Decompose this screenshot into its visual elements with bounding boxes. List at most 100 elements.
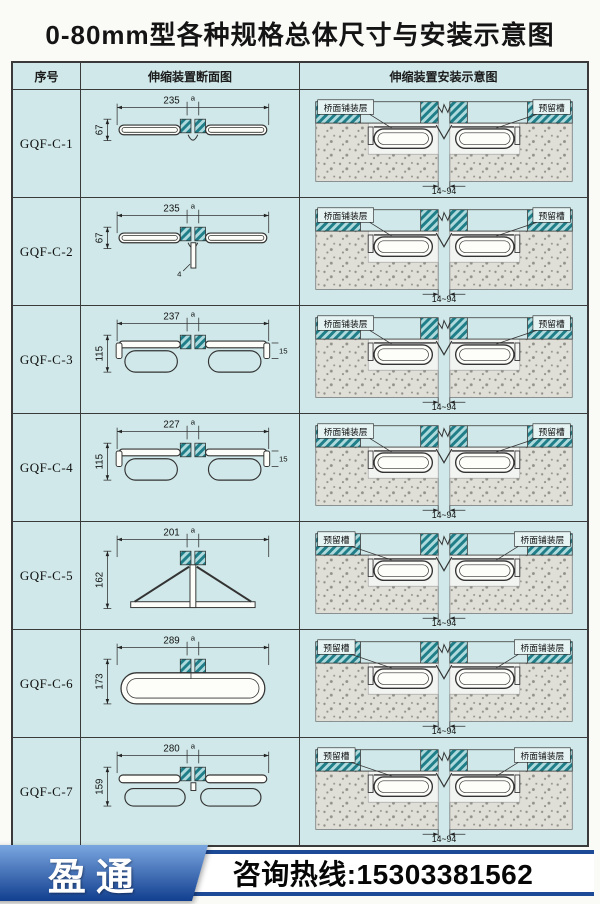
install-range-dim: 14~94 — [431, 510, 456, 519]
install-left-label: 桥面铺装层 — [323, 210, 367, 221]
cross-top-dim: 235 — [163, 96, 179, 107]
seal-block-left — [179, 658, 192, 674]
header-serial: 序号 — [13, 63, 81, 89]
install-left-label: 桥面铺装层 — [323, 102, 367, 113]
seal-block-right — [194, 766, 206, 782]
cross-gap-label: a — [191, 418, 196, 427]
model-label: GQF-C-4 — [19, 459, 74, 475]
page-title: 0-80mm型各种规格总体尺寸与安装示意图 — [45, 20, 555, 50]
install-right-label: 预留槽 — [538, 318, 564, 329]
cross-extra-dim: 15 — [279, 347, 288, 356]
cross-section-diagram: 235 a 67 — [95, 94, 270, 141]
install-right-label: 桥面铺装层 — [520, 534, 564, 545]
install-left-label: 预留槽 — [323, 642, 349, 653]
seal-block-right — [194, 658, 206, 674]
installation-diagram: 预留槽 桥面铺装层 14~94 — [314, 531, 573, 627]
installation-cell: 桥面铺装层 预留槽 14~94 — [300, 198, 587, 305]
installation-diagram: 预留槽 桥面铺装层 14~94 — [314, 639, 573, 735]
installation-cell: 预留槽 桥面铺装层 14~94 — [300, 522, 587, 629]
cross-top-dim: 235 — [163, 204, 179, 215]
cross-gap-label: a — [191, 94, 196, 103]
install-left-label: 桥面铺装层 — [323, 426, 367, 437]
install-right-label: 预留槽 — [538, 426, 564, 437]
seal-block-left — [179, 334, 192, 350]
table-row: GQF-C-4 227 a 15 115 桥面铺装层 预留槽 14~94 — [13, 414, 587, 522]
install-range-dim: 14~94 — [431, 726, 456, 735]
model-label: GQF-C-6 — [19, 675, 74, 691]
serial-cell: GQF-C-1 — [13, 90, 81, 197]
seal-block-right — [194, 226, 206, 242]
cross-side-dim: 115 — [95, 454, 106, 469]
header-installation: 伸缩装置安装示意图 — [389, 69, 498, 84]
seal-block-left — [179, 226, 192, 242]
install-right-label: 桥面铺装层 — [520, 750, 564, 761]
cross-side-dim: 67 — [95, 124, 106, 135]
brand-name: 盈通 — [47, 856, 144, 899]
cross-side-dim: 67 — [95, 232, 106, 243]
installation-cell: 预留槽 桥面铺装层 14~94 — [300, 738, 587, 845]
header-cross-section: 伸缩装置断面图 — [81, 63, 300, 89]
install-range-dim: 14~94 — [431, 834, 456, 843]
cross-gap-label: a — [191, 634, 196, 643]
cross-gap-label: a — [191, 526, 196, 535]
seal-block-right — [194, 334, 206, 350]
installation-diagram: 预留槽 桥面铺装层 14~94 — [314, 747, 573, 843]
install-range-dim: 14~94 — [431, 618, 456, 627]
cross-extra-dim: 15 — [279, 455, 288, 464]
cross-side-dim: 173 — [95, 673, 106, 689]
seal-block-right — [194, 442, 206, 458]
hotline-text: 咨询热线:15303381562 — [233, 853, 534, 893]
install-left-label: 预留槽 — [323, 750, 349, 761]
serial-cell: GQF-C-4 — [13, 414, 81, 521]
hotline-bar: 咨询热线:15303381562 — [172, 850, 594, 896]
cross-side-dim: 115 — [95, 346, 106, 361]
cross-extra-dim: 4 — [177, 270, 182, 279]
install-range-dim: 14~94 — [431, 186, 456, 195]
cross-top-dim: 280 — [163, 744, 180, 755]
table-header-row: 序号 伸缩装置断面图 伸缩装置安装示意图 — [13, 63, 587, 90]
installation-cell: 桥面铺装层 预留槽 14~94 — [300, 90, 587, 197]
installation-diagram: 桥面铺装层 预留槽 14~94 — [314, 423, 573, 519]
model-label: GQF-C-5 — [19, 567, 74, 583]
table-row: GQF-C-1 235 a 67 桥面铺装层 预留槽 14~94 — [13, 90, 587, 198]
cross-top-dim: 227 — [163, 420, 179, 431]
serial-cell: GQF-C-5 — [13, 522, 81, 629]
install-range-dim: 14~94 — [431, 294, 456, 303]
seal-block-left — [179, 550, 192, 566]
install-right-label: 预留槽 — [538, 210, 564, 221]
install-right-label: 桥面铺装层 — [520, 642, 564, 653]
install-range-dim: 14~94 — [431, 402, 456, 411]
cross-side-dim: 162 — [95, 572, 106, 588]
seal-block-left — [179, 442, 192, 458]
seal-block-right — [194, 550, 206, 566]
install-left-label: 桥面铺装层 — [323, 318, 367, 329]
install-left-label: 预留槽 — [323, 534, 349, 545]
brand-banner: 盈通 — [0, 845, 209, 901]
cross-section-cell: 227 a 15 115 — [81, 414, 300, 521]
hotline-label: 咨询热线: — [232, 859, 357, 890]
model-label: GQF-C-7 — [19, 783, 74, 799]
spec-table: 序号 伸缩装置断面图 伸缩装置安装示意图 GQF-C-1 235 a 67 桥面铺装… — [11, 61, 589, 847]
installation-diagram: 桥面铺装层 预留槽 14~94 — [314, 207, 573, 303]
install-right-label: 预留槽 — [538, 102, 564, 113]
model-label: GQF-C-3 — [19, 351, 74, 367]
cross-section-diagram: 227 a 15 115 — [95, 418, 288, 481]
cross-gap-label: a — [191, 310, 196, 319]
serial-cell: GQF-C-2 — [13, 198, 81, 305]
installation-cell: 桥面铺装层 预留槽 14~94 — [300, 306, 587, 413]
installation-cell: 预留槽 桥面铺装层 14~94 — [300, 630, 587, 737]
